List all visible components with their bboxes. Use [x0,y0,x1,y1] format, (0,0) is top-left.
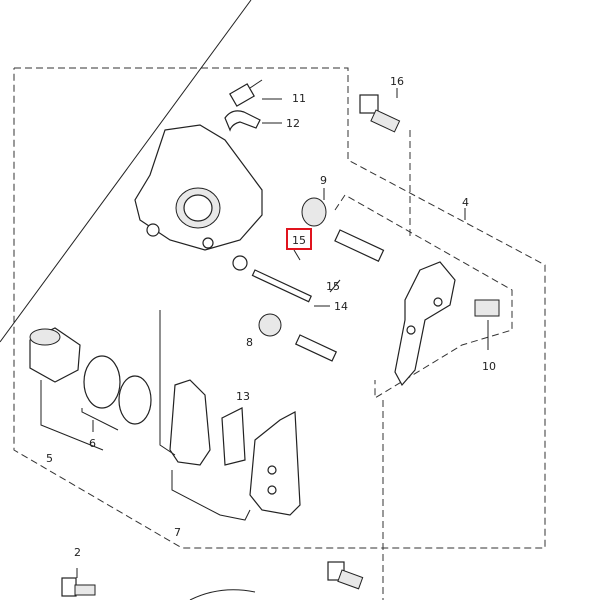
caliper-assembly-boundary [13,67,546,549]
callout-13[interactable]: 13 [236,390,250,403]
caliper-bracket [394,261,456,387]
bolt-10 [474,299,500,317]
bleed-screw [229,79,263,107]
callout-9[interactable]: 9 [320,174,327,187]
callout-15[interactable]: 15 [326,280,340,293]
callout-6[interactable]: 6 [89,437,96,450]
slide-pin [251,229,385,362]
callout-11[interactable]: 11 [292,92,306,105]
callout-5[interactable]: 5 [46,452,53,465]
boot-9 [301,197,327,227]
bleed-cap [224,110,261,132]
pad-spring-13 [221,407,246,466]
bolt-2 [61,577,96,597]
callout-14[interactable]: 14 [334,300,348,313]
seal-6 [83,355,152,425]
bolt-16 [359,94,401,133]
callout-4[interactable]: 4 [462,196,469,209]
bolt-bottom [327,561,364,590]
brake-pad-7 [169,379,301,516]
leader-lines [0,0,489,578]
highlight-box [286,228,312,250]
callout-8[interactable]: 8 [246,336,253,349]
caliper-body [134,124,263,271]
piston-5 [29,327,81,383]
callout-12[interactable]: 12 [286,117,300,130]
brake-disc [189,589,256,600]
callout-16[interactable]: 16 [390,75,404,88]
callout-15-highlighted[interactable]: 15 [292,234,306,247]
callout-7[interactable]: 7 [174,526,181,539]
bushing-8 [258,313,282,337]
callout-10[interactable]: 10 [482,360,496,373]
callout-2[interactable]: 2 [74,546,81,559]
